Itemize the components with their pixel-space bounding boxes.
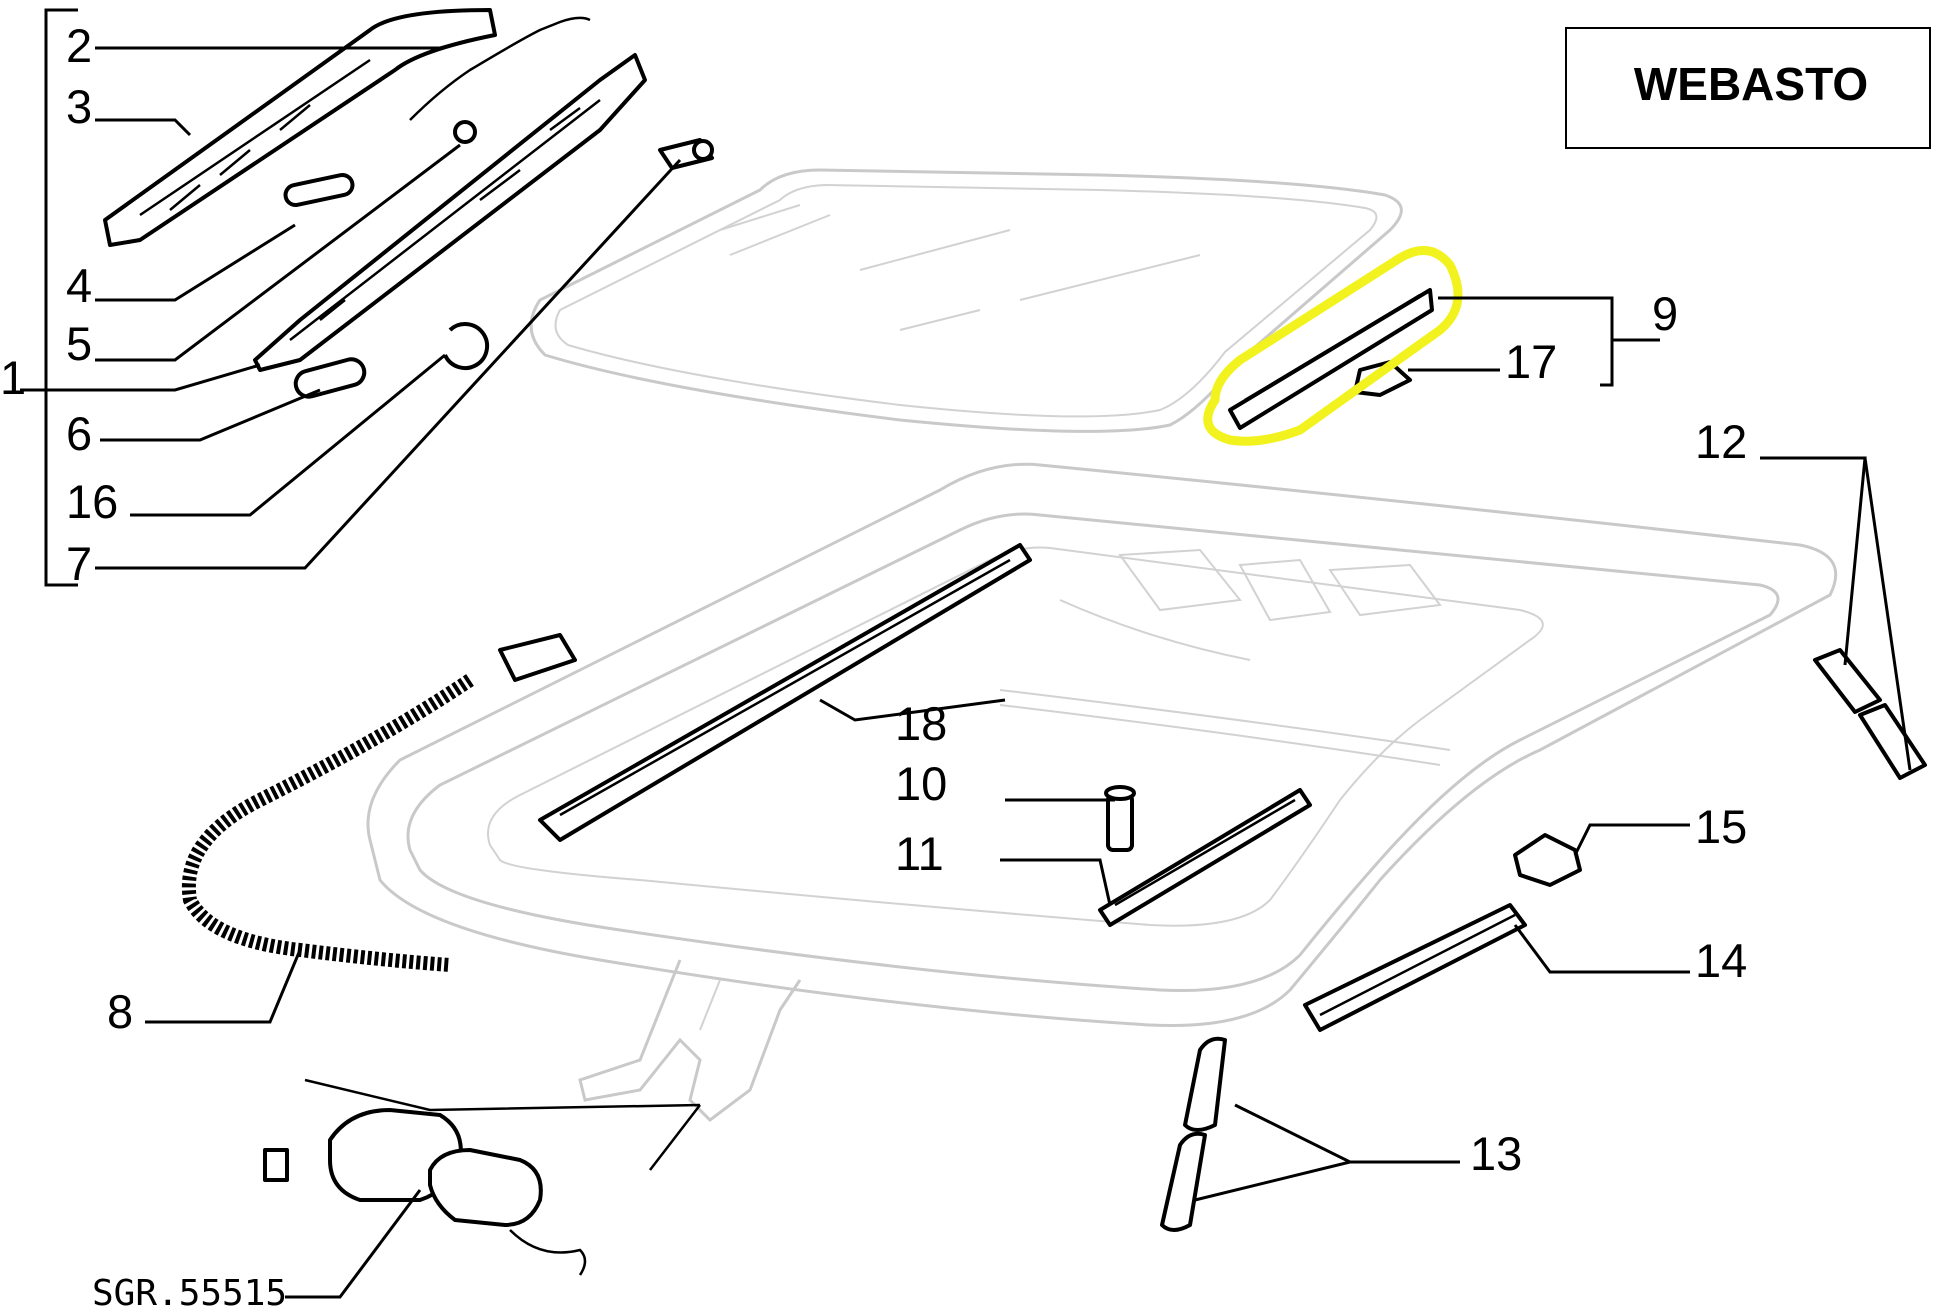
strip-part-14: [1303, 903, 1527, 1032]
callout-14: 14: [1695, 934, 1747, 987]
callout-5: 5: [66, 317, 92, 370]
callout-8: 8: [107, 985, 133, 1038]
bolt-part-10: [1104, 785, 1136, 852]
rail-part-18: [538, 543, 1032, 842]
callout-10: 10: [895, 757, 947, 810]
callout-labels: 2 3 4 5 1 6 16 7 9 17 12 18 10 11 15 14 …: [0, 19, 1747, 1314]
drawing-code: SGR.55515: [92, 1273, 287, 1314]
highlight-outline: [1203, 246, 1463, 446]
glass-panel-outline: [529, 168, 1403, 433]
deflector-part-9: [1228, 288, 1434, 430]
roof-frame-outline: [366, 462, 1838, 1122]
motor-unit: [263, 1078, 701, 1276]
slider-part-4: [283, 173, 355, 207]
rail-part-11: [1098, 788, 1312, 927]
callout-9: 9: [1652, 287, 1678, 340]
brand-box: WEBASTO: [1565, 27, 1931, 149]
leader-lines: [20, 38, 1912, 1299]
callout-4: 4: [66, 259, 92, 312]
group-bracket: [44, 8, 78, 587]
pad-part-6: [293, 357, 367, 399]
brand-label: WEBASTO: [1634, 58, 1868, 110]
nut-part-5: [453, 120, 477, 144]
callout-13: 13: [1470, 1127, 1522, 1180]
callout-17: 17: [1505, 335, 1557, 388]
block-part-15: [1513, 833, 1582, 887]
callout-11: 11: [895, 827, 944, 880]
clip-part-16: [443, 322, 490, 370]
callout-1: 1: [0, 351, 26, 404]
screw-part-7: [658, 138, 714, 170]
guide-rail-part-3: [103, 8, 497, 247]
drive-rail-part-1: [253, 53, 647, 372]
callout-7: 7: [66, 537, 92, 590]
tube-part-13: [1160, 1036, 1227, 1232]
callout-12: 12: [1695, 415, 1747, 468]
cable-part-2: [409, 16, 591, 121]
drive-cable-part-8: [181, 633, 577, 972]
callout-15: 15: [1695, 800, 1747, 853]
callout-2: 2: [66, 19, 92, 72]
callout-6: 6: [66, 407, 92, 460]
callout-3: 3: [66, 80, 92, 133]
callout-18: 18: [895, 697, 947, 750]
callout-16: 16: [66, 475, 118, 528]
